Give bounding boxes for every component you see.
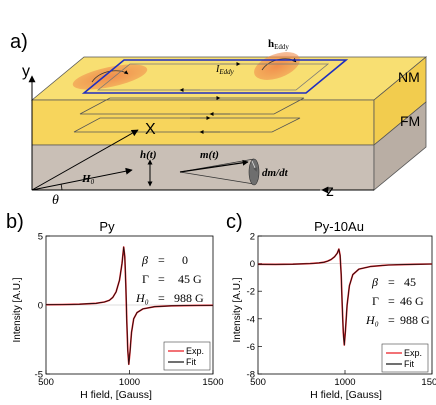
chart-b-xlabel: H field, [Gauss] — [80, 389, 152, 401]
x-tick-label: 1500 — [421, 377, 436, 388]
y-tick-label: -4 — [247, 314, 255, 325]
series-fit-line — [257, 248, 433, 346]
x-tick-label: 500 — [38, 377, 54, 388]
y-tick-label: -2 — [247, 287, 255, 298]
y-tick-label: 5 — [38, 232, 43, 243]
param-h0-eq: = — [158, 291, 165, 305]
param-gamma-value: 45 G — [178, 272, 202, 286]
x-tick-label: 1000 — [334, 377, 355, 388]
x-tick-label: 1000 — [119, 377, 140, 388]
panel-a: a) NM FM hEddy IEddy — [10, 31, 428, 208]
legend-exp-label: Exp. — [404, 348, 422, 358]
eddy-field-label: hEddy — [268, 38, 289, 51]
m-label: m(t) — [200, 149, 219, 161]
legend-fit-label: Fit — [404, 359, 414, 369]
y-axis-label: y — [22, 63, 30, 80]
y-tick-label: -5 — [35, 370, 43, 381]
param-gamma-eq: = — [388, 294, 395, 308]
eddy-field-blob-left — [72, 64, 148, 90]
chart-c-ylabel: Intensity [A.U.] — [232, 277, 243, 342]
param-beta-name: β — [141, 253, 148, 267]
chart-c-title: Py-10Au — [314, 219, 364, 234]
param-beta-eq: = — [158, 253, 165, 267]
eddy-current-label: IEddy — [215, 64, 235, 76]
eddy-loop-inner-2 — [79, 97, 305, 115]
legend-fit-label: Fit — [186, 357, 196, 367]
chart-b-params: β = 0 Γ = 45 G H₀ = 988 G — [135, 253, 204, 305]
x-tick-label: 1500 — [202, 377, 223, 388]
param-beta-eq: = — [388, 275, 395, 289]
h0-vector — [31, 167, 133, 191]
chart-b-title: Py — [99, 219, 115, 234]
param-h0-name: H₀ — [365, 313, 379, 327]
param-gamma-name: Γ — [142, 272, 149, 286]
panel-b-label: b) — [6, 211, 24, 233]
param-gamma-eq: = — [158, 272, 165, 286]
param-h0-name: H₀ — [135, 291, 149, 305]
m-cone-edge-bottom — [179, 171, 255, 185]
chart-b-ylabel: Intensity [A.U.] — [12, 277, 23, 342]
param-beta-value: 45 — [404, 275, 416, 289]
theta-label: θ — [52, 193, 59, 208]
series-fit-line — [45, 246, 214, 365]
legend-exp-label: Exp. — [186, 346, 204, 356]
m-vector — [179, 159, 249, 173]
eddy-current-loop — [81, 59, 349, 94]
y-tick-label: 2 — [250, 232, 255, 243]
precession-ellipse — [248, 158, 260, 186]
param-gamma-name: Γ — [372, 294, 379, 308]
h-field-label: h(t) — [140, 149, 157, 161]
param-h0-value: 988 G — [400, 313, 430, 327]
chart-c-legend: Exp. Fit — [381, 343, 429, 373]
y-tick-label: -6 — [247, 342, 255, 353]
x-axis — [31, 129, 139, 191]
y-tick-label: 0 — [250, 259, 255, 270]
y-tick-label: -8 — [247, 370, 255, 381]
nm-label: NM — [398, 69, 420, 85]
dm-dt-arrow — [251, 160, 257, 172]
param-beta-value: 0 — [182, 253, 188, 267]
panel-c-label: c) — [226, 211, 243, 233]
param-beta-name: β — [371, 275, 378, 289]
x-axis-label: X — [145, 121, 156, 138]
param-gamma-value: 46 G — [400, 294, 424, 308]
z-axis-label: z — [326, 183, 334, 200]
fm-layer-side — [373, 101, 427, 191]
h0-label: H0 — [81, 173, 95, 186]
panel-a-label: a) — [10, 31, 28, 53]
eddy-loop-inner-1 — [96, 63, 330, 91]
legend-box — [163, 341, 211, 371]
legend-box — [381, 343, 429, 373]
nm-layer-front — [31, 99, 375, 146]
param-h0-eq: = — [388, 313, 395, 327]
fm-label: FM — [400, 113, 420, 129]
x-tick-label: 500 — [250, 377, 266, 388]
chart-c-xlabel: H field, [Gauss] — [310, 389, 382, 401]
theta-arc — [60, 183, 63, 191]
param-h0-value: 988 G — [174, 291, 204, 305]
y-tick-label: 0 — [38, 301, 43, 312]
chart-b-legend: Exp. Fit — [163, 341, 211, 371]
chart-c-params: β = 45 Γ = 46 G H₀ = 988 G — [365, 275, 430, 327]
dm-dt-label: dm/dt — [262, 167, 289, 179]
